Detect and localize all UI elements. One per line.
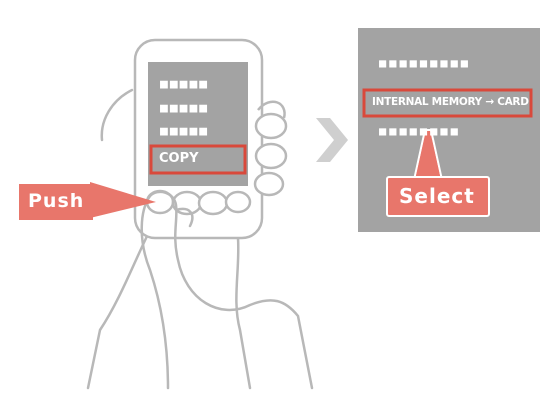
menu-item-2: ■■■■■ [160,101,210,116]
push-label: Push [28,190,85,212]
submenu-item-bottom: ■■■■■■■■ [379,124,461,138]
internal-memory-to-card-highlight [362,88,533,118]
copy-item-highlight [149,144,247,175]
pressing-thumb [148,190,314,390]
select-label: Select [399,184,475,208]
internal-memory-to-card-item: INTERNAL MEMORY → CARD [372,96,529,108]
push-callout [19,182,156,220]
device-buttons [145,189,252,216]
submenu-item-top: ■■■■■■■■■ [379,56,472,70]
chevron-right-icon [316,118,348,162]
menu-item-1: ■■■■■ [160,77,210,92]
select-callout [386,129,490,217]
holding-hand [86,88,252,390]
gripping-fingers [253,100,288,197]
menu-item-3: ■■■■■ [160,124,210,139]
copy-menu-item: COPY [159,151,199,166]
